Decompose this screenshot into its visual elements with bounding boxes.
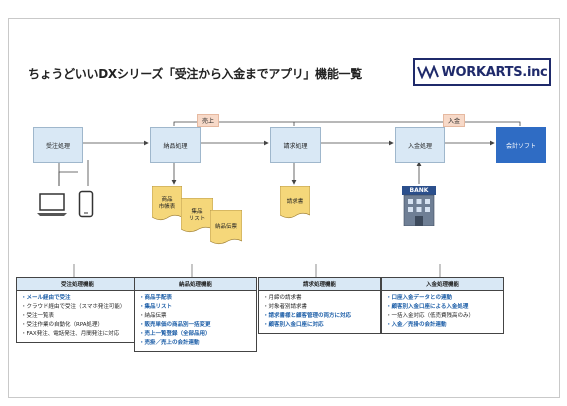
feature-item: ・月締の請求書 bbox=[263, 295, 302, 301]
workarts-logo: WORKARTS.inc bbox=[413, 58, 551, 86]
node-order-processing: 受注処理 bbox=[33, 127, 83, 163]
node-invoice-processing: 請求処理 bbox=[270, 127, 321, 163]
doc-delivery-slip: 納品伝票 bbox=[210, 210, 242, 246]
panel-title: 納品処理機能 bbox=[135, 278, 256, 291]
feature-item: ・顧客別入金口座に対応 bbox=[263, 322, 324, 328]
feature-item: ・請求書様と顧客管理の両方に対応 bbox=[263, 313, 352, 319]
workarts-logo-mark bbox=[416, 65, 439, 79]
feature-list: ・商品手配表・集品リスト・納品伝票・販売単価の商品別一括変更・売上一覧登録（全部… bbox=[135, 291, 256, 351]
feature-item: ・商品手配表 bbox=[139, 295, 173, 301]
doc-picking-list: 集品 リスト bbox=[181, 198, 213, 234]
panel-title: 請求処理機能 bbox=[259, 278, 380, 291]
laptop-icon bbox=[37, 193, 67, 216]
node-shipping-processing: 納品処理 bbox=[150, 127, 201, 163]
smartphone-icon bbox=[78, 190, 94, 218]
feature-item: ・売掛／売上の会計連動 bbox=[139, 340, 200, 346]
feature-item: ・メール経由で受注 bbox=[21, 295, 71, 301]
feature-item: ・集品リスト bbox=[139, 304, 173, 310]
bank-label: BANK bbox=[409, 187, 429, 194]
doc-product-arrangement: 商品 市帳表 bbox=[152, 186, 182, 222]
feature-item: ・クラウド経由で受注（スマホ発注可能） bbox=[21, 304, 126, 310]
feature-item: ・販売単価の商品別一括変更 bbox=[139, 322, 211, 328]
feature-item: ・入金／売掛の会計連動 bbox=[386, 322, 447, 328]
node-deposit-processing: 入金処理 bbox=[395, 127, 445, 163]
feature-item: ・対象者別請求書 bbox=[263, 304, 308, 310]
panel-deposit-functions: 入金処理機能・口座入金データとの連動・顧客別入金口座による入金処理・一括入金対応… bbox=[381, 277, 504, 334]
deposit-tag: 入金 bbox=[443, 114, 466, 127]
node-accounting-software: 会計ソフト bbox=[496, 127, 546, 163]
panel-shipping-functions: 納品処理機能・商品手配表・集品リスト・納品伝票・販売単価の商品別一括変更・売上一… bbox=[134, 277, 257, 352]
sales-tag: 売上 bbox=[197, 114, 220, 127]
feature-list: ・口座入金データとの連動・顧客別入金口座による入金処理・一括入金対応（低売費残高… bbox=[382, 291, 503, 333]
panel-invoice-functions: 請求処理機能・月締の請求書・対象者別請求書・請求書様と顧客管理の両方に対応・顧客… bbox=[258, 277, 381, 334]
feature-item: ・顧客別入金口座による入金処理 bbox=[386, 304, 469, 310]
feature-list: ・メール経由で受注・クラウド経由で受注（スマホ発注可能） ・受注一覧表・受注作業の… bbox=[17, 291, 138, 342]
feature-item: ・受注作業の自動化（RPA処理） bbox=[21, 322, 104, 328]
panel-title: 入金処理機能 bbox=[382, 278, 503, 291]
bank-icon: BANK bbox=[402, 186, 436, 226]
feature-item: ・納品伝票 bbox=[139, 313, 167, 319]
feature-item: ・受注一覧表 bbox=[21, 313, 55, 319]
feature-item: ・一括入金対応（低売費残高のみ） bbox=[386, 313, 475, 319]
feature-item: ・売上一覧登録（全部品用） bbox=[139, 331, 211, 337]
feature-list: ・月締の請求書・対象者別請求書・請求書様と顧客管理の両方に対応・顧客別入金口座に… bbox=[259, 291, 380, 333]
doc-invoice: 請求書 bbox=[280, 186, 310, 220]
feature-item: ・口座入金データとの連動 bbox=[386, 295, 452, 301]
page-title: ちょうどいいDXシリーズ「受注から入金までアプリ」機能一覧 bbox=[28, 67, 362, 81]
logo-text: WORKARTS.inc bbox=[441, 64, 548, 80]
feature-item: ・FAX発注、電話発注、月間発注に対応 bbox=[21, 331, 120, 337]
panel-title: 受注処理機能 bbox=[17, 278, 138, 291]
panel-order-functions: 受注処理機能・メール経由で受注・クラウド経由で受注（スマホ発注可能） ・受注一覧表… bbox=[16, 277, 139, 343]
